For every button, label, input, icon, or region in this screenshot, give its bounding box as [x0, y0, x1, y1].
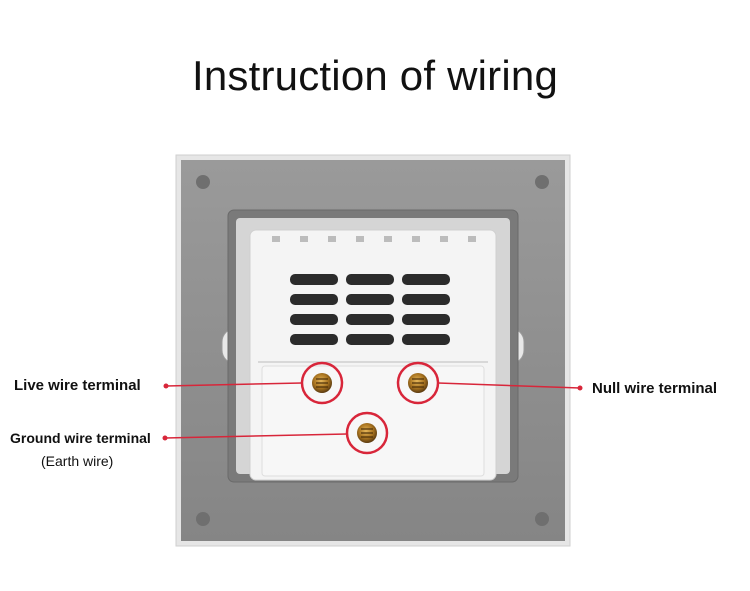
ground-leader-line — [164, 433, 348, 439]
null-leader-dot — [577, 385, 583, 391]
ground-wire-label: Ground wire terminal — [10, 430, 151, 446]
screw-hole-br — [535, 512, 549, 526]
ground-leader-dot — [162, 435, 168, 441]
screw-hole-tl — [196, 175, 210, 189]
earth-wire-label: (Earth wire) — [41, 453, 114, 469]
live-leader-dot — [163, 383, 169, 389]
null-wire-label: Null wire terminal — [592, 380, 718, 397]
ground-terminal-highlight — [345, 411, 389, 455]
live-wire-label: Live wire terminal — [14, 377, 141, 394]
terminal-block — [261, 365, 485, 477]
live-leader-line — [165, 382, 303, 387]
live-terminal-screw — [312, 373, 332, 393]
null-terminal-screw — [408, 373, 428, 393]
ground-terminal-screw — [357, 423, 377, 443]
null-leader-line — [437, 382, 581, 389]
page-title: Instruction of wiring — [191, 52, 559, 99]
screw-hole-bl — [196, 512, 210, 526]
vent-slots — [290, 274, 450, 345]
top-notches — [272, 236, 476, 242]
screw-hole-tr — [535, 175, 549, 189]
